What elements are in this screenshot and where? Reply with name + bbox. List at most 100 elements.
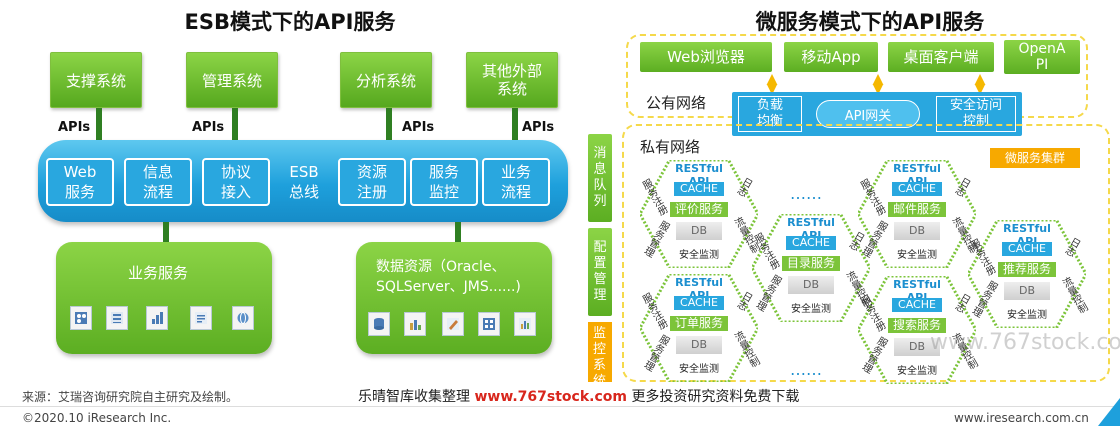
apis-label: APIs xyxy=(58,120,91,135)
database-icon xyxy=(368,312,390,336)
bus-module-info: 信息流程 xyxy=(124,158,192,206)
cache-box: CACHE xyxy=(786,236,836,250)
data-resources-line1: 数据资源（Oracle、 xyxy=(376,259,506,275)
dots-separator: …… xyxy=(790,360,822,379)
db-box: DB xyxy=(676,336,722,354)
microservice-node: RESTful APICACHE搜索服务DB安全监测服务注册服务管理日志流量控制 xyxy=(857,276,978,384)
data-resources-box: 数据资源（Oracle、 SQLServer、JMS......) xyxy=(356,242,552,354)
business-services-box: 业务服务 xyxy=(56,242,272,354)
bus-module-line: 流程 xyxy=(500,183,531,201)
monitor-label: 安全监测 xyxy=(679,364,719,375)
chart-icon xyxy=(404,312,426,336)
connector-bar xyxy=(512,108,518,142)
db-box: DB xyxy=(894,222,940,240)
side-tab-config-label: 配置管理 xyxy=(593,240,607,303)
promo-banner: 乐晴智库收集整理 www.767stock.com 更多投资研究资料免费下载 xyxy=(358,386,799,406)
connector-bar xyxy=(386,108,392,142)
monitor-label: 安全监测 xyxy=(1007,310,1047,321)
document-icon xyxy=(190,306,212,330)
service-name: 邮件服务 xyxy=(888,202,946,217)
bus-module-bizflow: 业务流程 xyxy=(482,158,550,206)
service-name: 订单服务 xyxy=(670,316,728,331)
microservice-node: RESTful APICACHE推荐服务DB安全监测服务注册服务管理日志流量控制 xyxy=(967,220,1088,328)
arrow-up-down-icon: ▲▼ xyxy=(766,71,778,97)
microservice-node: RESTful APICACHE目录服务DB安全监测服务注册服务管理日志流量控制 xyxy=(751,214,872,322)
bus-module-line: 协议 xyxy=(220,163,251,181)
connector-bar xyxy=(163,222,169,244)
gateway-api-label: API网关 xyxy=(844,108,892,124)
esb-bus-name-line2: 总线 xyxy=(288,183,319,201)
monitor-label: 安全监测 xyxy=(679,250,719,261)
bus-module-line: 信息 xyxy=(142,163,173,181)
private-network-label: 私有网络 xyxy=(640,138,701,156)
bus-module-monitor: 服务监控 xyxy=(410,158,478,206)
db-box: DB xyxy=(676,222,722,240)
service-name: 评价服务 xyxy=(670,202,728,217)
business-services-label: 业务服务 xyxy=(128,264,189,282)
public-network-label: 公有网络 xyxy=(646,94,707,112)
monitor-label: 安全监测 xyxy=(791,304,831,315)
data-resources-line2: SQLServer、JMS......) xyxy=(376,279,521,295)
gateway-security: 安全访问控制 xyxy=(936,96,1016,132)
bus-module-line: 接入 xyxy=(220,183,251,201)
client-web-browser: Web浏览器 xyxy=(640,42,772,72)
connector-bar xyxy=(232,108,238,142)
arrow-up-down-icon: ▲▼ xyxy=(974,71,986,97)
bus-module-protocol: 协议接入 xyxy=(202,158,270,206)
report-icon xyxy=(514,312,536,336)
bus-module-line: 服务 xyxy=(64,183,95,201)
monitor-label: 安全监测 xyxy=(897,366,937,377)
service-name: 目录服务 xyxy=(782,256,840,271)
service-name: 搜索服务 xyxy=(888,318,946,333)
dots-separator: …… xyxy=(790,184,822,203)
side-tab-monitor-label: 监控系统 xyxy=(593,326,607,382)
apis-label: APIs xyxy=(402,120,435,135)
cluster-tag: 微服务集群 xyxy=(990,148,1080,168)
watermark: www.767stock.co xyxy=(930,330,1120,355)
panel-icon xyxy=(70,306,92,330)
connector-bar xyxy=(455,222,461,244)
private-network-frame xyxy=(622,124,1110,382)
system-external-label: 其他外部系统 xyxy=(481,62,542,98)
cache-box: CACHE xyxy=(674,296,724,310)
footer-divider xyxy=(0,406,1120,407)
grid-icon xyxy=(478,312,500,336)
gateway-api: API网关 xyxy=(816,100,920,128)
esb-title: ESB模式下的API服务 xyxy=(184,10,396,34)
monitor-label: 安全监测 xyxy=(897,250,937,261)
microservice-title: 微服务模式下的API服务 xyxy=(755,10,985,34)
corner-triangle-icon xyxy=(1098,398,1120,426)
site-url[interactable]: www.iresearch.com.cn xyxy=(954,411,1089,425)
system-external: 其他外部系统 xyxy=(466,52,558,108)
service-name: 推荐服务 xyxy=(998,262,1056,277)
cache-box: CACHE xyxy=(1002,242,1052,256)
edit-icon xyxy=(442,312,464,336)
system-analysis: 分析系统 xyxy=(340,52,432,108)
promo-pre: 乐晴智库收集整理 xyxy=(358,389,470,405)
db-box: DB xyxy=(894,338,940,356)
bus-module-line: 流程 xyxy=(142,183,173,201)
arrow-up-down-icon: ▲▼ xyxy=(872,71,884,97)
bus-module-line: 监控 xyxy=(428,183,459,201)
bus-module-line: 服务 xyxy=(428,163,459,181)
microservice-node: RESTful APICACHE评价服务DB安全监测服务注册服务管理日志流量控制 xyxy=(639,160,760,268)
side-tab-monitor: 监控系统 xyxy=(588,322,612,382)
bus-module-line: 资源 xyxy=(356,163,387,181)
client-openapi-label: OpenAPI xyxy=(1018,41,1066,73)
side-tab-message-queue-label: 消息队列 xyxy=(593,146,607,209)
microservice-node: RESTful APICACHE邮件服务DB安全监测服务注册服务管理日志流量控制 xyxy=(857,160,978,268)
cache-box: CACHE xyxy=(892,182,942,196)
system-management: 管理系统 xyxy=(186,52,278,108)
globe-icon xyxy=(232,306,254,330)
client-openapi: OpenAPI xyxy=(1004,40,1080,74)
apis-label: APIs xyxy=(192,120,225,135)
cache-box: CACHE xyxy=(892,298,942,312)
apis-label: APIs xyxy=(522,120,555,135)
esb-bus-name-line1: ESB xyxy=(289,163,319,181)
bus-module-line: 注册 xyxy=(356,183,387,201)
promo-url[interactable]: www.767stock.com xyxy=(474,389,627,405)
connector-bar xyxy=(96,108,102,142)
copyright: ©2020.10 iResearch Inc. xyxy=(22,411,172,425)
esb-bus-name: ESB 总线 xyxy=(282,162,326,202)
bus-module-registry: 资源注册 xyxy=(338,158,406,206)
